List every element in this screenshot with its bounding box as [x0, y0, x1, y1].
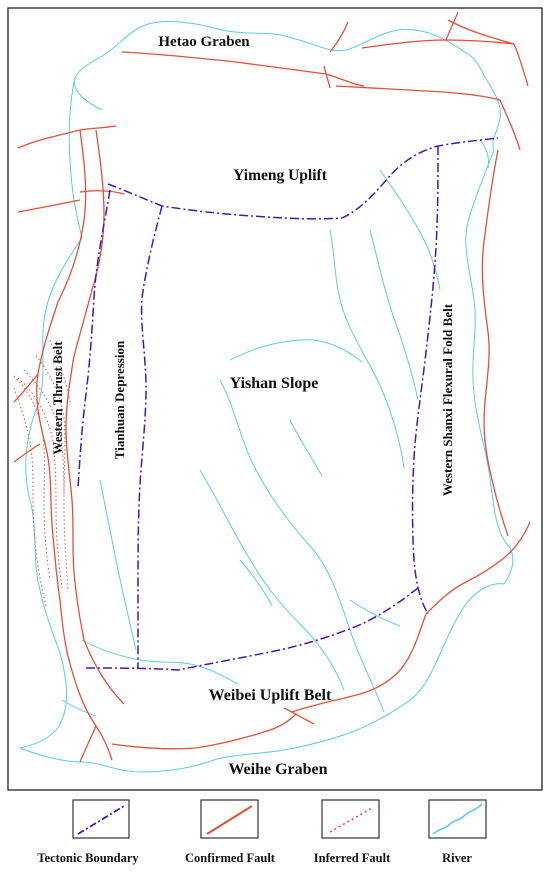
- fault-se-1: [291, 613, 427, 713]
- fault-sw-3: [79, 725, 97, 763]
- legend-label-tectonic-boundary: Tectonic Boundary: [37, 851, 139, 865]
- fault-hetao-8: [499, 99, 521, 151]
- fault-hetao-4: [361, 39, 515, 49]
- fault-sw-5: [283, 707, 315, 725]
- fault-hetao-7: [445, 11, 459, 41]
- label-weihe-graben: Weihe Graben: [228, 761, 327, 778]
- legend-item-river: River: [428, 799, 487, 865]
- river-interior-8: [289, 419, 323, 477]
- confirmed-fault-symbol: [206, 805, 253, 835]
- river-interior-10: [349, 599, 401, 627]
- river-symbol: [432, 803, 483, 835]
- label-yimeng-uplift: Yimeng Uplift: [233, 167, 328, 184]
- legend-swatch-river: [428, 799, 487, 839]
- inferred-fault-1: [13, 375, 51, 581]
- legend-item-confirmed-fault: Confirmed Fault: [185, 799, 276, 865]
- fault-se-2: [425, 521, 531, 615]
- river-east-branch: [479, 139, 489, 169]
- inferred-fault-4: [35, 355, 66, 495]
- tectonic-boundary-symbol: [77, 805, 125, 835]
- boundary-east: [411, 145, 439, 615]
- legend: Tectonic Boundary Confirmed Fault Inferr…: [37, 799, 487, 865]
- tectonic-boundaries: [77, 137, 499, 671]
- river-interior-6: [379, 169, 441, 291]
- legend-label-river: River: [442, 851, 472, 865]
- legend-label-inferred-fault: Inferred Fault: [314, 851, 391, 865]
- label-yishan-slope: Yishan Slope: [230, 375, 319, 392]
- river-east: [465, 149, 514, 585]
- inferred-fault-3: [23, 369, 69, 591]
- fault-hetao-5: [513, 43, 529, 87]
- fault-nw-4: [73, 129, 105, 357]
- boundary-south: [85, 587, 419, 671]
- legend-label-confirmed-fault: Confirmed Fault: [185, 851, 276, 865]
- fault-sw-1: [67, 655, 113, 761]
- river-southwest: [61, 699, 97, 717]
- fault-hetao-3: [329, 21, 349, 53]
- inferred-fault-2: [17, 377, 63, 589]
- fault-east-1: [481, 149, 509, 537]
- inferred-fault-5: [13, 387, 47, 607]
- inferred-fault-6: [49, 339, 71, 403]
- fault-hetao-9: [323, 65, 331, 89]
- fault-nw-1: [17, 125, 117, 149]
- label-western-shanxi-flexural-fold-belt: Western Shanxi Flexural Fold Belt: [440, 303, 455, 496]
- river-interior-5: [369, 229, 419, 401]
- fault-nw-5: [57, 129, 87, 303]
- fault-west-3: [13, 373, 39, 403]
- fault-hetao-1: [121, 51, 365, 87]
- fault-sw-2: [83, 639, 125, 705]
- river-interior-3: [229, 339, 363, 363]
- confirmed-faults: [13, 11, 531, 763]
- legend-item-tectonic-boundary: Tectonic Boundary: [37, 799, 139, 865]
- river-interior-2: [219, 379, 385, 713]
- river-northwest: [68, 77, 83, 239]
- fault-west-4: [13, 443, 41, 463]
- river-interior-9: [239, 559, 273, 607]
- label-western-thrust-belt: Western Thrust Belt: [50, 341, 65, 455]
- boundary-tianhuan-east: [137, 205, 163, 668]
- river-interior-7: [99, 479, 137, 651]
- inferred-fault-symbol: [329, 807, 373, 833]
- fault-nw-3: [79, 190, 125, 195]
- label-weibei-uplift-belt: Weibei Uplift Belt: [209, 687, 332, 704]
- river-weibei: [81, 639, 239, 685]
- fault-sw-4: [111, 713, 297, 750]
- river-south: [19, 583, 505, 773]
- river-interior-4: [329, 229, 405, 469]
- fault-west-2: [65, 355, 85, 641]
- inferred-faults: [13, 339, 71, 607]
- label-hetao-graben: Hetao Graben: [158, 34, 250, 50]
- boundary-tianhuan-west: [77, 189, 111, 489]
- rivers: [19, 21, 514, 773]
- fault-west-1: [36, 301, 69, 657]
- fault-nw-2: [17, 199, 81, 213]
- river-interior-1: [199, 469, 345, 691]
- fault-hetao-2: [335, 85, 501, 101]
- label-tianhuan-depression: Tianhuan Depression: [112, 340, 127, 459]
- legend-item-inferred-fault: Inferred Fault: [314, 799, 391, 865]
- map-frame: [7, 7, 543, 791]
- river-outer-north: [73, 21, 501, 151]
